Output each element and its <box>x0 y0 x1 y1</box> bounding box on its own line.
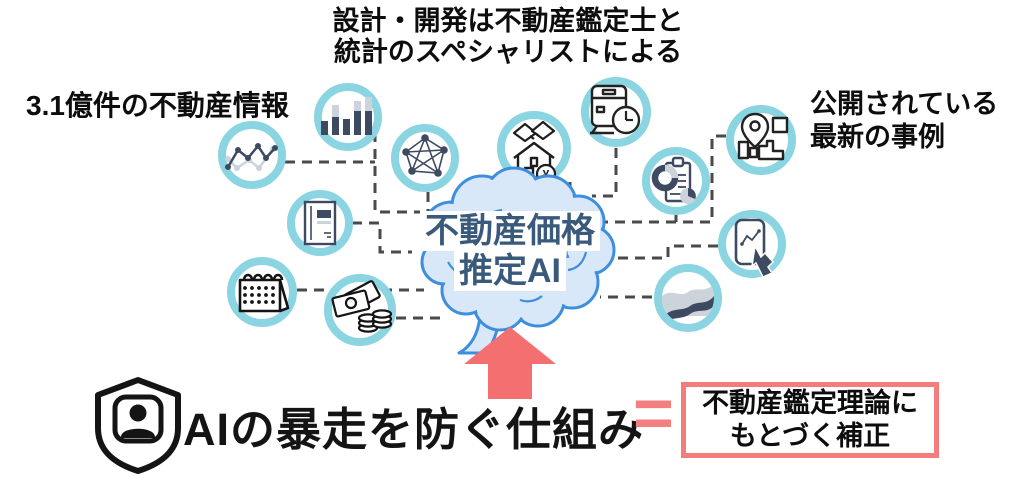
money-icon <box>324 274 396 346</box>
correction-box-line2: もとづく補正 <box>729 421 891 451</box>
top-note-line2: 統計のスペシャリストによる <box>333 37 683 67</box>
shield-person-icon <box>95 377 181 474</box>
right-note: 公開されている 最新の事例 <box>810 88 998 154</box>
icon-circles: ¥ <box>218 77 796 346</box>
area-chart-icon <box>654 264 722 332</box>
brain-label-line1: 不動産価格 <box>420 211 600 251</box>
brain-label-line2: 推定AI <box>454 251 566 291</box>
train-clock-icon <box>581 77 651 147</box>
right-note-line1: 公開されている <box>810 89 999 119</box>
up-arrow <box>464 327 556 399</box>
left-note: 3.1億件の不動産情報 <box>26 90 289 121</box>
document-icon <box>287 190 353 256</box>
right-note-line2: 最新の事例 <box>810 122 945 152</box>
top-note-line1: 設計・開発は不動産鑑定士と <box>332 6 684 36</box>
equals-sign: = <box>633 374 674 452</box>
calendar-icon <box>227 257 297 327</box>
map-pin-icon <box>726 105 796 175</box>
correction-box: 不動産鑑定理論に もとづく補正 <box>681 382 939 458</box>
clipboard-analytics-icon <box>642 147 710 215</box>
bar-chart-icon <box>314 83 382 151</box>
line-chart-icon <box>218 121 286 189</box>
yen-symbol: ¥ <box>543 168 550 182</box>
network-graph-icon <box>391 124 459 192</box>
top-note: 設計・開発は不動産鑑定士と 統計のスペシャリストによる <box>308 6 708 68</box>
phone-touch-icon <box>718 210 786 278</box>
brain-label: 不動産価格 推定AI <box>398 211 622 291</box>
bottom-title: AIの暴走を防ぐ仕組み <box>183 404 645 455</box>
correction-box-line1: 不動産鑑定理論に <box>702 388 918 418</box>
